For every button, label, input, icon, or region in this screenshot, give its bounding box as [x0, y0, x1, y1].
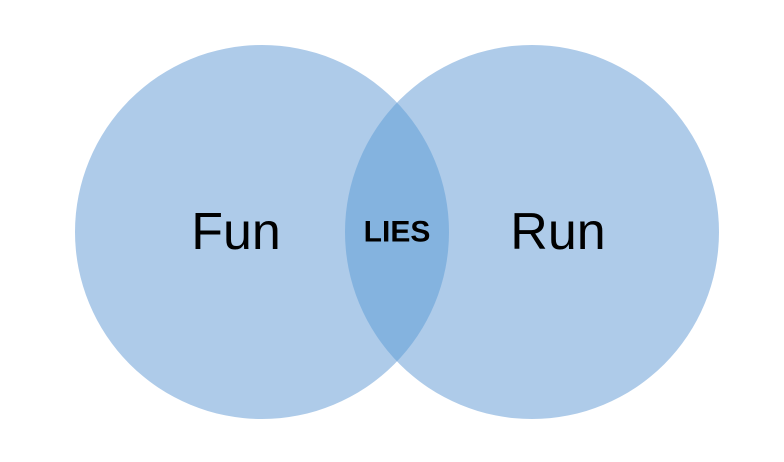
intersection-label: LIES [364, 216, 431, 249]
set-circle-run [345, 45, 719, 419]
set-circle-fun [75, 45, 449, 419]
set-label-fun: Fun [191, 203, 281, 261]
set-label-run: Run [510, 203, 605, 261]
